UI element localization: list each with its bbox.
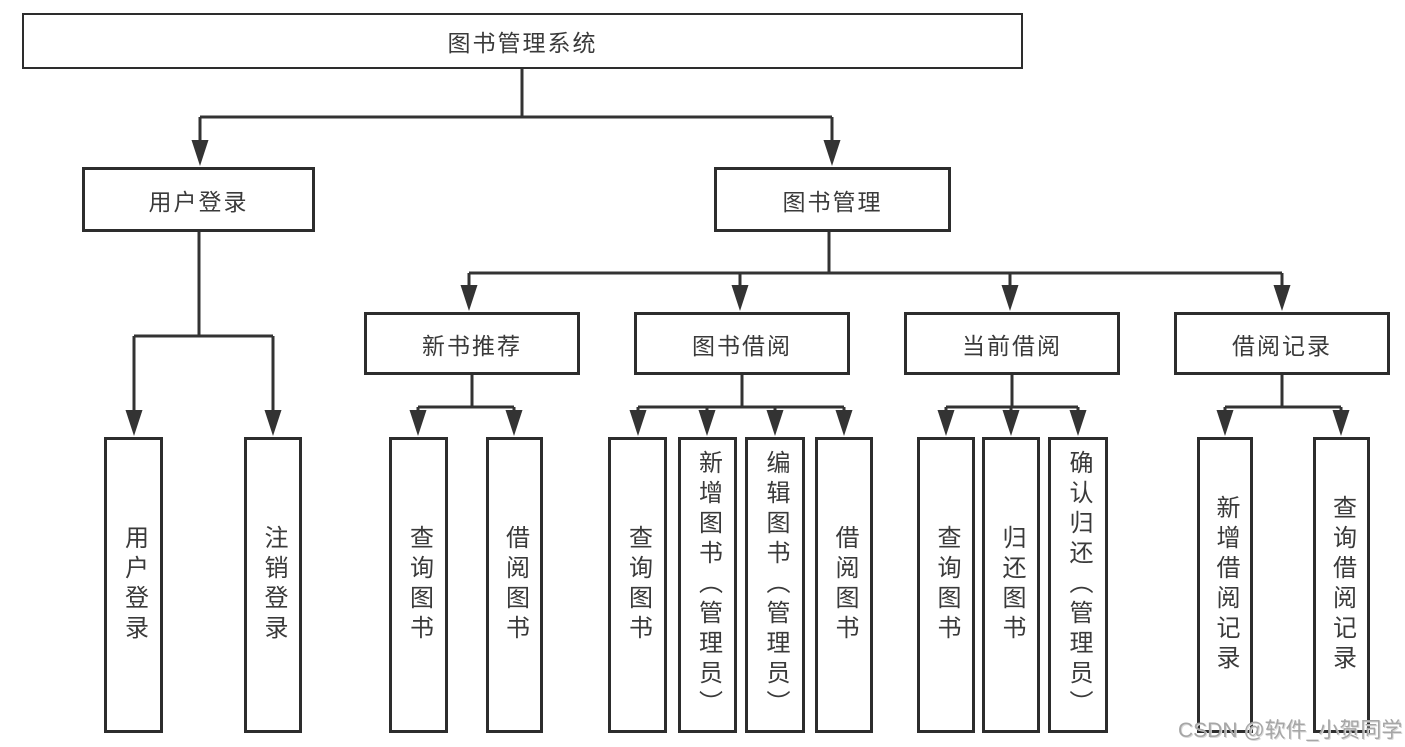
node-book-borrowing: 图书借阅 [634,312,850,375]
leaf-bb-borrow-books: 借阅图书 [815,437,873,733]
leaf-bb-query-books: 查询图书 [608,437,667,733]
node-borrowing-records: 借阅记录 [1174,312,1390,375]
node-new-book-recommend: 新书推荐 [364,312,580,375]
leaf-br-add-record: 新增借阅记录 [1197,437,1253,733]
node-system-root: 图书管理系统 [22,13,1023,69]
leaf-cb-confirm-return-admin: 确认归还（管理员） [1048,437,1108,733]
leaf-bb-add-books-admin: 新增图书（管理员） [678,437,737,733]
leaf-user-login: 用户登录 [104,437,163,733]
node-user-login: 用户登录 [82,167,315,232]
leaf-cb-return-books: 归还图书 [982,437,1040,733]
leaf-nb-borrow-books: 借阅图书 [486,437,543,733]
leaf-br-query-record: 查询借阅记录 [1313,437,1370,733]
leaf-nb-query-books: 查询图书 [389,437,448,733]
node-book-management: 图书管理 [714,167,951,232]
leaf-bb-edit-books-admin: 编辑图书（管理员） [745,437,805,733]
leaf-logout: 注销登录 [244,437,302,733]
node-current-borrowing: 当前借阅 [904,312,1120,375]
leaf-cb-query-books: 查询图书 [917,437,975,733]
watermark-text: CSDN @软件_小贺同学 [1178,719,1403,742]
